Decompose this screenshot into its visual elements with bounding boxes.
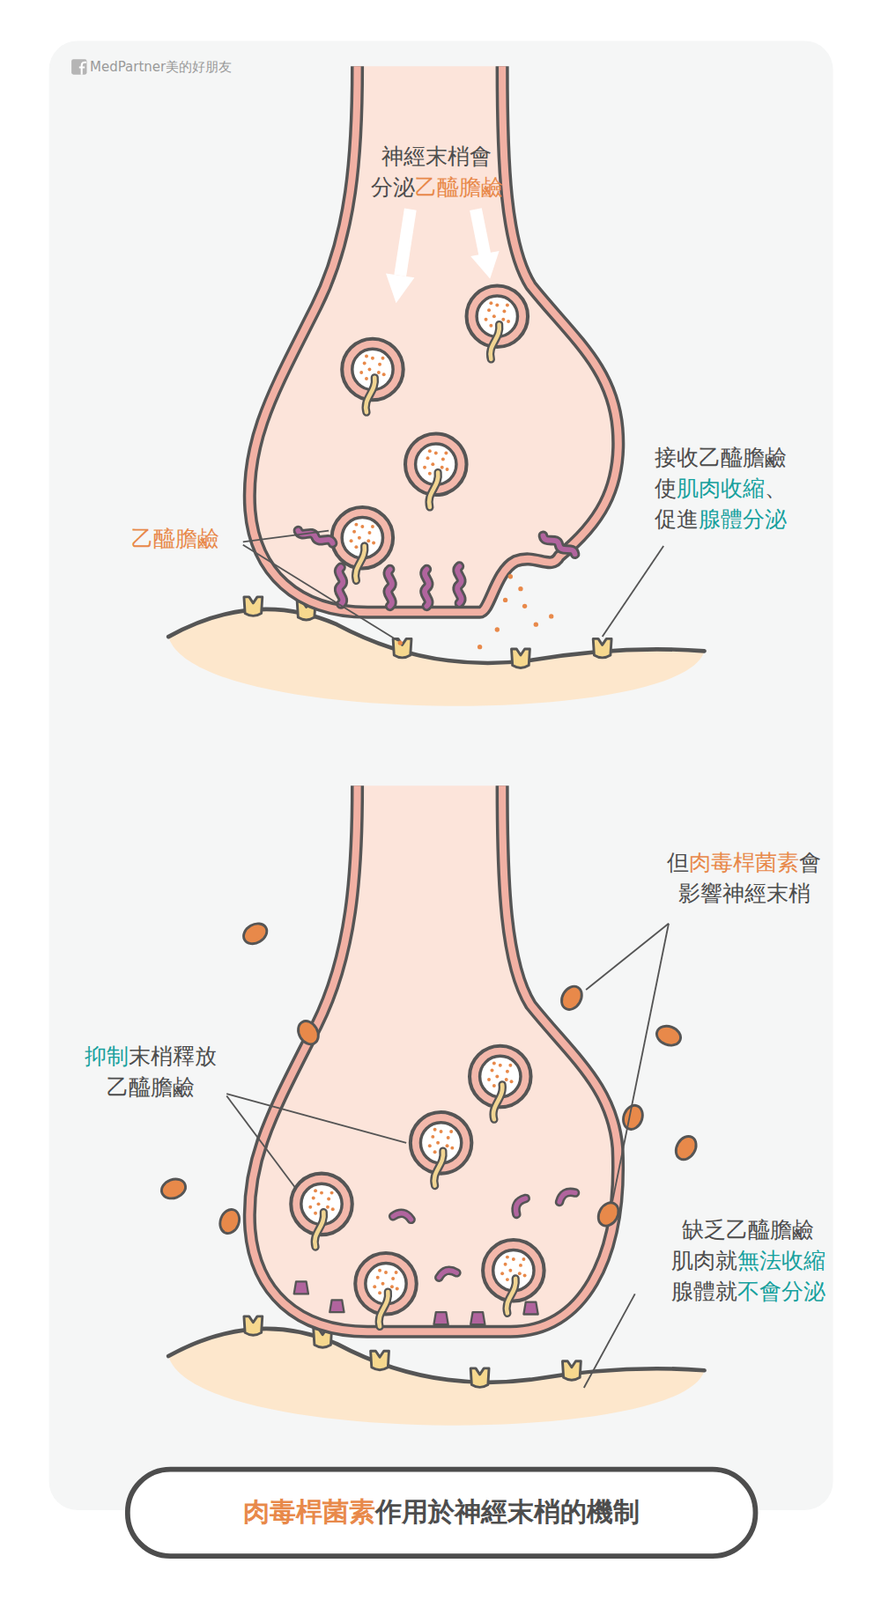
vesicle: [355, 1253, 417, 1327]
text-run: 肌肉收縮: [676, 474, 765, 501]
toxin: [158, 1176, 188, 1202]
bottom-synapse: [158, 785, 704, 1426]
nerve-terminal-membrane: [249, 66, 619, 613]
acetylcholine-squiggle: [457, 566, 462, 604]
broken-squiggle: [392, 1212, 412, 1221]
toxin: [653, 1023, 683, 1050]
vesicle: [405, 434, 467, 508]
text-run: 乙醯膽鹼: [131, 525, 220, 551]
nerve-terminal-outline: [249, 785, 618, 1333]
text-run: 無法收縮: [737, 1248, 826, 1274]
flow-arrow: [475, 209, 485, 256]
toxin: [216, 1206, 243, 1237]
callout-text: 神經末梢會 分泌乙醯膽鹼: [370, 140, 504, 203]
toxin: [594, 1199, 623, 1231]
vesicle: [466, 285, 529, 359]
text-run: 但: [666, 850, 689, 876]
receptor: [370, 1351, 390, 1370]
vesicle: [410, 1112, 473, 1186]
callout-text: 接收乙醯膽鹼 使肌肉收縮、 促進腺體分泌: [654, 441, 787, 534]
nerve-terminal-membrane: [249, 785, 618, 1333]
broken-squiggle: [556, 1189, 576, 1203]
toxin: [672, 1132, 701, 1164]
toxin: [557, 983, 586, 1015]
broken-squiggle: [437, 1268, 457, 1278]
vesicle: [290, 1174, 353, 1248]
flow-arrowhead: [385, 273, 415, 304]
toxin: [620, 1103, 646, 1133]
flow-arrowhead: [470, 251, 499, 279]
acetylcholine-squiggle: [387, 570, 393, 608]
callout-text: 抑制末梢釋放 乙醯膽鹼: [84, 1041, 217, 1104]
text-run: 腺體就: [671, 1279, 738, 1305]
broken-squiggle: [512, 1196, 526, 1215]
vesicle: [482, 1240, 545, 1314]
text-run: 腺體分泌: [698, 505, 787, 532]
vesicle: [341, 339, 404, 413]
background-panel: [49, 40, 834, 1511]
acetylcholine-squiggle: [339, 567, 344, 605]
text-run: 抑制: [84, 1043, 129, 1070]
facebook-icon-mark: [79, 62, 87, 75]
callout-text: 缺乏乙醯膽鹼 肌肉就無法收縮 腺體就不會分泌: [671, 1214, 826, 1308]
toxin: [239, 919, 271, 948]
receptor: [511, 649, 531, 668]
molecule-label: 乙醯膽鹼: [131, 522, 220, 554]
leader-lines: [226, 924, 669, 1389]
blocked-stub: [329, 1300, 344, 1313]
top-synapse: [168, 66, 704, 706]
nerve-terminal-outline: [249, 66, 619, 613]
acetylcholine-dots: [398, 574, 555, 650]
text-run: 作用於神經末梢的機制: [375, 1496, 640, 1528]
flow-arrow: [399, 209, 411, 276]
diagram-title: 肉毒桿菌素作用於神經末梢的機制: [243, 1494, 640, 1532]
receptor: [592, 638, 612, 658]
text-run: 乙醯膽鹼: [414, 174, 504, 200]
text-run: 肉毒桿菌素: [688, 850, 800, 876]
nerve-terminal-fill: [249, 785, 618, 1333]
acetylcholine-squiggle: [424, 570, 430, 608]
receptor: [244, 597, 263, 616]
blocked-stub: [433, 1312, 448, 1326]
leader-lines: [243, 531, 664, 642]
facebook-icon: [71, 59, 87, 75]
nerve-terminal-fill: [249, 66, 619, 613]
muscle-cell: [168, 1329, 704, 1427]
vesicle: [469, 1046, 532, 1120]
nerve-terminal: [249, 785, 618, 1333]
blocked-stub: [523, 1302, 538, 1316]
receptor: [392, 638, 412, 658]
callout-text: 但肉毒桿菌素會 影響神經末梢: [666, 847, 822, 910]
text-run: 不會分泌: [737, 1279, 826, 1305]
blocked-stub: [294, 1281, 309, 1295]
watermark: MedPartner美的好朋友: [89, 58, 232, 77]
receptor: [562, 1362, 581, 1381]
receptor: [470, 1369, 489, 1388]
toxin: [294, 1017, 323, 1049]
title-frame: [127, 1470, 756, 1557]
muscle-cell: [168, 609, 704, 707]
text-run: 肉毒桿菌素: [243, 1496, 376, 1528]
receptor: [244, 1317, 263, 1336]
text-run: MedPartner美的好朋友: [89, 59, 232, 75]
acetylcholine-squiggle: [541, 533, 576, 556]
blocked-stub: [470, 1312, 485, 1326]
